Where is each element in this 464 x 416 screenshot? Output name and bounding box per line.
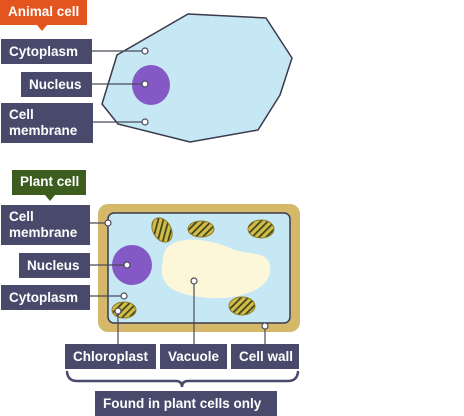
plant-label-cell-wall: Cell wall	[231, 344, 299, 369]
animal-cell-body	[101, 13, 293, 143]
animal-label-cell-membrane-line1: Cell	[9, 107, 34, 122]
plant-label-vacuole: Vacuole	[160, 344, 227, 369]
plant-label-nucleus: Nucleus	[19, 253, 90, 278]
plant-chloroplasts	[111, 217, 275, 319]
animal-label-nucleus: Nucleus	[21, 72, 92, 97]
plant-leader-dots	[104, 219, 269, 330]
plant-label-cell-membrane-line1: Cell	[9, 209, 34, 224]
plant-only-bracket	[65, 370, 300, 388]
animal-cell-heading-text: Animal cell	[0, 0, 87, 25]
plant-cell-heading-pointer	[45, 195, 55, 201]
animal-leader-dots	[141, 47, 149, 126]
plant-label-chloroplast: Chloroplast	[65, 344, 156, 369]
plant-only-footer: Found in plant cells only	[95, 391, 277, 416]
animal-leader-lines	[92, 50, 145, 123]
plant-label-cell-membrane: Cell membrane	[1, 205, 90, 245]
animal-nucleus	[132, 65, 170, 105]
plant-cell-heading-text: Plant cell	[12, 170, 86, 195]
animal-label-cell-membrane: Cell membrane	[1, 103, 93, 143]
chloroplast-3	[247, 219, 275, 239]
plant-label-cell-membrane-line2: membrane	[9, 225, 78, 240]
animal-label-cytoplasm: Cytoplasm	[1, 39, 92, 64]
animal-cell-heading-pointer	[37, 25, 47, 31]
chloroplast-1	[151, 217, 173, 243]
chloroplast-4	[228, 296, 256, 316]
plant-vacuole	[161, 239, 271, 299]
chloroplast-2	[187, 220, 215, 238]
plant-label-cytoplasm: Cytoplasm	[1, 285, 90, 310]
plant-nucleus	[112, 245, 152, 285]
animal-label-cell-membrane-line2: membrane	[9, 123, 78, 138]
